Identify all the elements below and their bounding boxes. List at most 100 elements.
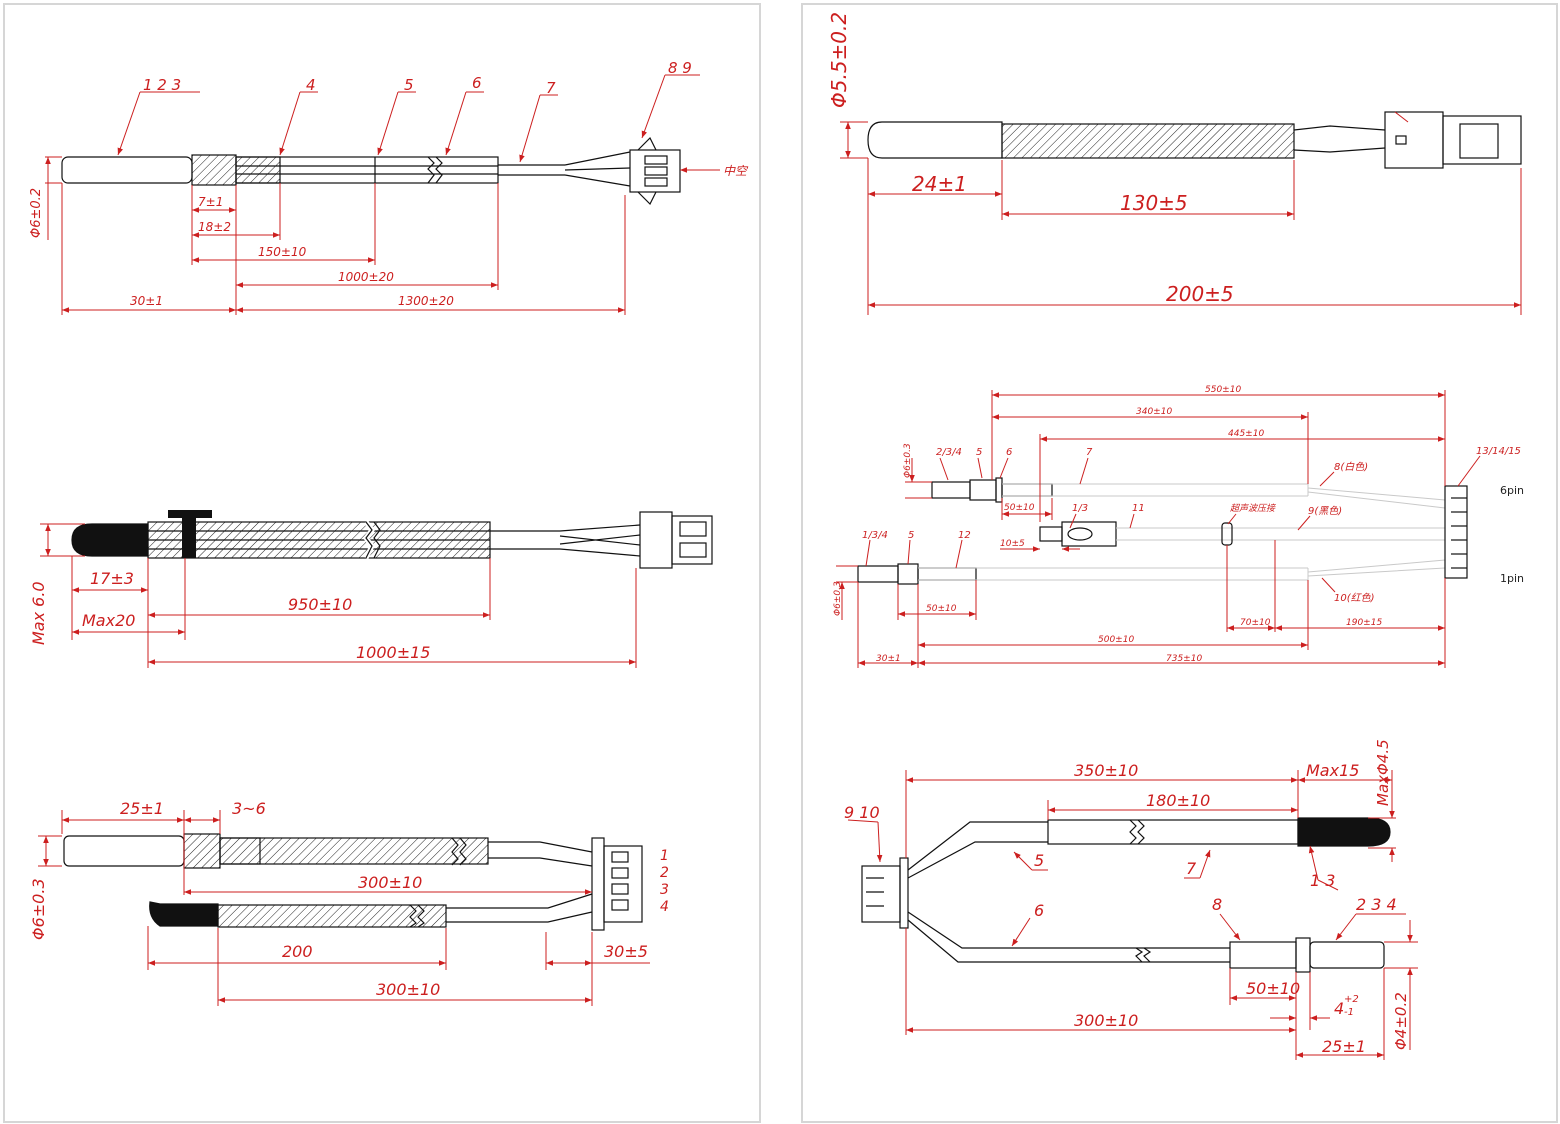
dim-4: 4 [1334, 999, 1344, 1018]
dim-70: 70±10 [1240, 618, 1271, 628]
pin-label-1: 1pin [1500, 572, 1524, 585]
dim-1000-15: 1000±15 [356, 643, 430, 662]
callout-6: 6 [1034, 901, 1044, 920]
dim-dia-b: Φ6±0.3 [833, 581, 843, 616]
dim-7: 7±1 [198, 195, 223, 209]
drawing-5-dimension-lines [836, 390, 1481, 668]
pin-label-6: 6pin [1500, 484, 1524, 497]
dim-30-5: 30±5 [604, 942, 648, 961]
dim-50b: 50±10 [926, 604, 957, 614]
callout-8-white: 8(白色) [1334, 461, 1368, 473]
callout-134: 1/3/4 [862, 530, 888, 541]
dim-10: 10±5 [1000, 539, 1025, 549]
drawing-4-labels: Φ5.5±0.2 24±1 130±5 200±5 [827, 12, 1234, 306]
dim-max-dia-4-5: MaxΦ4.5 [1374, 739, 1392, 806]
callout-9-10: 9 10 [844, 803, 880, 822]
callout-11: 11 [1132, 503, 1145, 514]
dim-1300: 1300±20 [398, 294, 454, 308]
callout-5: 5 [404, 76, 414, 94]
drawing-3-labels: 25±1 3~6 Φ6±0.3 300±10 200 300±10 30±5 1… [29, 799, 669, 999]
dim-300a: 300±10 [358, 873, 422, 892]
callout-8: 8 [1212, 895, 1222, 914]
dim-25: 25±1 [120, 799, 164, 818]
dim-24: 24±1 [912, 172, 967, 196]
callout-2-3-4: 2 3 4 [1356, 895, 1397, 914]
dim-dia-a: Φ6±0.3 [903, 443, 913, 478]
pin-1: 1 [660, 848, 669, 864]
callout-1-3: 1 3 [1310, 871, 1335, 890]
dim-18: 18±2 [198, 220, 231, 234]
dim-max20: Max20 [82, 611, 135, 630]
drawing-1-labels: 1 2 3 4 5 6 7 8 9 中空 Φ6±0.2 7±1 18±2 150… [29, 59, 749, 308]
dim-dia-6: Φ6±0.3 [29, 878, 48, 940]
dim-200: 200 [282, 942, 313, 961]
dim-3-6: 3~6 [232, 799, 266, 818]
dim-25: 25±1 [1322, 1037, 1366, 1056]
callout-ultrasonic: 超声波压接 [1230, 503, 1276, 514]
dim-350: 350±10 [1074, 761, 1138, 780]
callout-10-red: 10(红色) [1334, 592, 1375, 604]
dim-tol-plus: +2 [1344, 994, 1359, 1005]
drawing-3-dimension-lines [38, 810, 650, 1006]
dim-dia-4: Φ4±0.2 [1392, 992, 1410, 1050]
drawing-2-dimension-lines [40, 523, 637, 668]
dim-550: 550±10 [1205, 385, 1241, 395]
callout-5b: 5 [908, 530, 914, 541]
callout-5a: 5 [976, 447, 982, 458]
dim-735: 735±10 [1166, 654, 1202, 664]
dim-30: 30±1 [130, 294, 163, 308]
dim-180: 180±10 [1146, 791, 1210, 810]
drawing-2-labels: Max 6.0 17±3 Max20 950±10 1000±15 [29, 569, 430, 662]
callout-89: 8 9 [668, 59, 692, 77]
dim-300b: 300±10 [376, 980, 440, 999]
drawing-6-dimension-lines [847, 770, 1418, 1060]
dim-950: 950±10 [288, 595, 352, 614]
callout-13: 1/3 [1072, 503, 1088, 514]
callout-7: 7 [1086, 447, 1093, 458]
drawing-5-labels: 550±10 340±10 445±10 50±10 10±5 50±10 50… [833, 385, 1524, 664]
dim-50: 50±10 [1246, 979, 1300, 998]
dim-max15: Max15 [1306, 761, 1359, 780]
callout-7: 7 [546, 79, 556, 97]
drawing-5-cable [857, 477, 1468, 585]
dim-dia-5-5: Φ5.5±0.2 [827, 12, 851, 108]
dim-max6: Max 6.0 [29, 581, 48, 645]
dim-50a: 50±10 [1004, 503, 1035, 513]
drawing-sheet-left [3, 3, 761, 1123]
drawing-1-cable [61, 136, 720, 206]
dim-340: 340±10 [1136, 407, 1172, 417]
dim-200-5: 200±5 [1166, 282, 1234, 306]
callout-7: 7 [1186, 859, 1197, 878]
callout-13-14-15: 13/14/15 [1476, 446, 1521, 457]
dim-445: 445±10 [1228, 429, 1264, 439]
callout-123: 1 2 3 [143, 76, 181, 94]
dim-300: 300±10 [1074, 1011, 1138, 1030]
dim-tol-minus: -1 [1344, 1007, 1354, 1018]
drawing-4-cable [867, 111, 1522, 169]
pin-4: 4 [660, 899, 669, 915]
dim-150: 150±10 [258, 245, 307, 259]
drawing-1-dimension-lines [45, 74, 700, 315]
callout-9-black: 9(黑色) [1308, 505, 1342, 517]
callout-5: 5 [1034, 851, 1044, 870]
connector-note: 中空 [723, 164, 749, 178]
dim-130: 130±5 [1120, 191, 1188, 215]
dim-30-1: 30±1 [876, 654, 901, 664]
drawing-6-cable [861, 817, 1391, 973]
dim-1000: 1000±20 [338, 270, 394, 284]
drawing-6-labels: 350±10 Max15 MaxΦ4.5 180±10 50±10 4 +2 -… [844, 739, 1410, 1056]
dim-190: 190±15 [1346, 618, 1382, 628]
pin-3: 3 [660, 882, 669, 898]
callout-234: 2/3/4 [936, 447, 962, 458]
drawing-4-dimension-lines [840, 121, 1522, 315]
dim-dia: Φ6±0.2 [29, 188, 44, 238]
drawing-2-cable [71, 510, 713, 569]
callout-6: 6 [1006, 447, 1012, 458]
pin-2: 2 [660, 865, 669, 881]
callout-4: 4 [306, 76, 316, 94]
callout-6: 6 [472, 74, 482, 92]
dim-500: 500±10 [1098, 635, 1134, 645]
dim-17: 17±3 [90, 569, 134, 588]
callout-12: 12 [958, 530, 971, 541]
